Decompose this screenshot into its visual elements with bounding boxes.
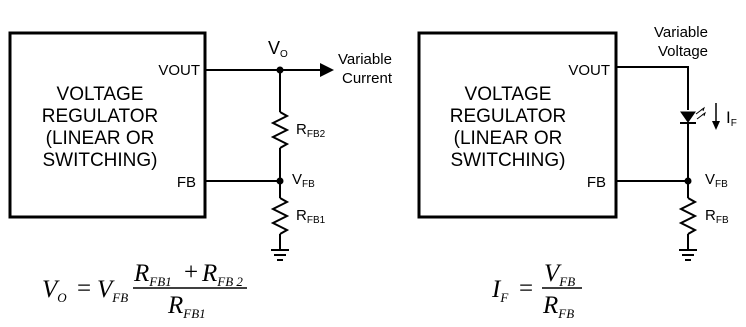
rfb1-label: RFB1 xyxy=(296,207,326,226)
vout-wire-right xyxy=(616,66,689,110)
eq-left-num-r1: RFB1 xyxy=(133,260,172,289)
output-label-line-2: Current xyxy=(342,70,393,87)
right-circuit: VOLTAGE REGULATOR (LINEAR OR SWITCHING) … xyxy=(417,24,737,321)
rfb1-resistor xyxy=(270,197,290,235)
rfb2-resistor xyxy=(270,111,290,149)
supply-label-line-2: Voltage xyxy=(658,43,708,60)
eq-left-lhs: VO xyxy=(42,276,67,305)
pin-vout-left: VOUT xyxy=(158,62,200,79)
rfb2-label: RFB2 xyxy=(296,121,326,140)
block-line-4-left: SWITCHING) xyxy=(42,150,157,171)
rfb-resistor xyxy=(678,197,698,235)
left-circuit: VOLTAGE REGULATOR (LINEAR OR SWITCHING) … xyxy=(8,31,393,321)
block-line-3-left: (LINEAR OR xyxy=(46,128,155,149)
supply-label-line-1: Variable xyxy=(654,24,708,41)
eq-right-lhs: IF xyxy=(491,276,509,305)
block-line-2-left: REGULATOR xyxy=(42,106,159,127)
eq-left-den: RFB1 xyxy=(167,292,206,321)
eq-left-equals: = xyxy=(77,275,91,302)
pin-vout-right: VOUT xyxy=(568,62,610,79)
eq-right-den: RFB xyxy=(542,292,574,321)
output-label-line-1: Variable xyxy=(338,51,392,68)
vfb-node-right xyxy=(684,177,692,185)
current-arrow-icon xyxy=(712,103,720,130)
output-arrow xyxy=(320,63,334,77)
ground-symbol-right xyxy=(679,249,697,261)
block-line-2-right: REGULATOR xyxy=(450,106,567,127)
eq-left-vfb: VFB xyxy=(97,276,128,305)
eq-left-plus: + xyxy=(184,259,198,286)
ground-symbol-left xyxy=(271,249,289,261)
vfb-label-left: VFB xyxy=(292,171,315,190)
eq-right-equals: = xyxy=(519,275,533,302)
vfb-node-left xyxy=(276,177,284,185)
vo-label: VO xyxy=(268,38,288,60)
block-line-1-right: VOLTAGE xyxy=(465,84,552,105)
pin-fb-left: FB xyxy=(177,174,196,191)
led-icon xyxy=(680,106,706,124)
eq-right-num: VFB xyxy=(544,260,575,289)
pin-fb-right: FB xyxy=(587,174,606,191)
regulator-block-left xyxy=(8,31,207,219)
vo-equation: VO = VFB RFB1 + RFB 2 RFB1 xyxy=(42,259,247,321)
if-label: IF xyxy=(726,108,737,129)
if-equation: IF = VFB RFB xyxy=(491,260,582,321)
regulator-block-right xyxy=(417,31,618,219)
eq-left-num-r2: RFB 2 xyxy=(201,260,243,289)
vo-node xyxy=(276,66,284,74)
block-line-4-right: SWITCHING) xyxy=(450,150,565,171)
vfb-label-right: VFB xyxy=(705,171,728,190)
block-line-1-left: VOLTAGE xyxy=(57,84,144,105)
block-line-3-right: (LINEAR OR xyxy=(454,128,563,149)
rfb-label: RFB xyxy=(705,207,729,226)
